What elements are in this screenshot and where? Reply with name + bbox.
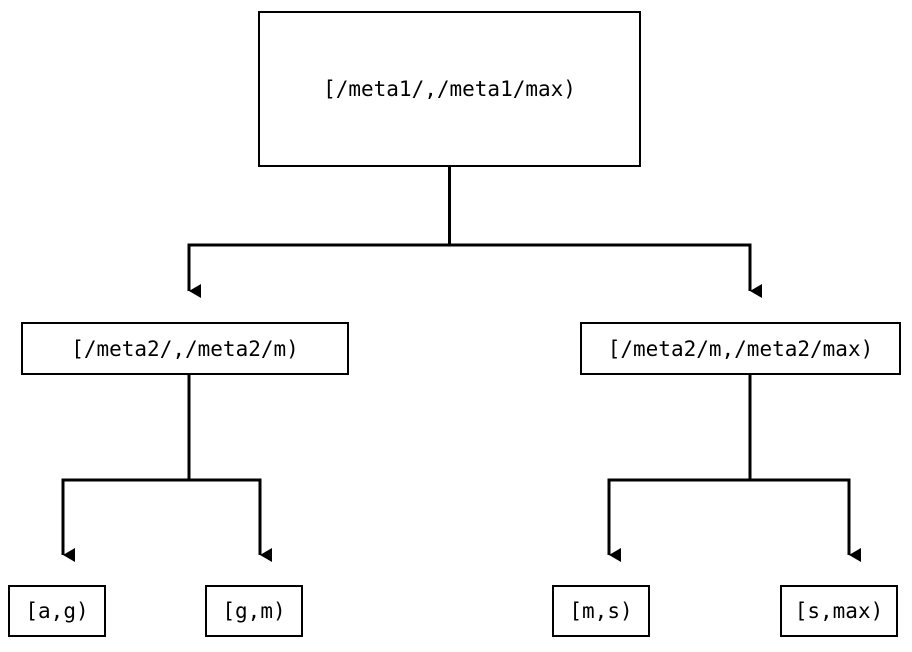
tree-node-leaf-gm-label: [g,m) — [222, 599, 286, 623]
tree-node-meta2-low[interactable]: [/meta2/,/meta2/m) — [21, 322, 349, 375]
tree-node-meta2-low-label: [/meta2/,/meta2/m) — [71, 336, 299, 361]
tree-node-root-label: [/meta1/,/meta1/max) — [323, 77, 576, 101]
tree-node-meta2-high-label: [/meta2/m,/meta2/max) — [607, 336, 874, 361]
tree-node-leaf-ag[interactable]: [a,g) — [8, 585, 106, 637]
edge-meta2-high-to-leaf-smax — [748, 375, 861, 562]
edge-root-to-meta2-low — [187, 167, 451, 298]
tree-node-leaf-gm[interactable]: [g,m) — [205, 585, 303, 637]
edge-meta2-low-to-leaf-ag — [61, 375, 191, 562]
edge-meta2-low-to-leaf-gm — [187, 375, 272, 562]
tree-node-meta2-high[interactable]: [/meta2/m,/meta2/max) — [580, 322, 901, 375]
edge-root-to-meta2-high — [448, 167, 762, 298]
tree-node-leaf-smax-label: [s,max) — [794, 599, 884, 623]
edge-meta2-high-to-leaf-ms — [607, 375, 752, 562]
tree-node-leaf-ms-label: [m,s) — [569, 599, 633, 623]
tree-node-leaf-ag-label: [a,g) — [25, 599, 89, 623]
tree-node-leaf-ms[interactable]: [m,s) — [552, 585, 650, 637]
tree-node-leaf-smax[interactable]: [s,max) — [780, 585, 898, 637]
tree-node-root[interactable]: [/meta1/,/meta1/max) — [258, 11, 641, 167]
